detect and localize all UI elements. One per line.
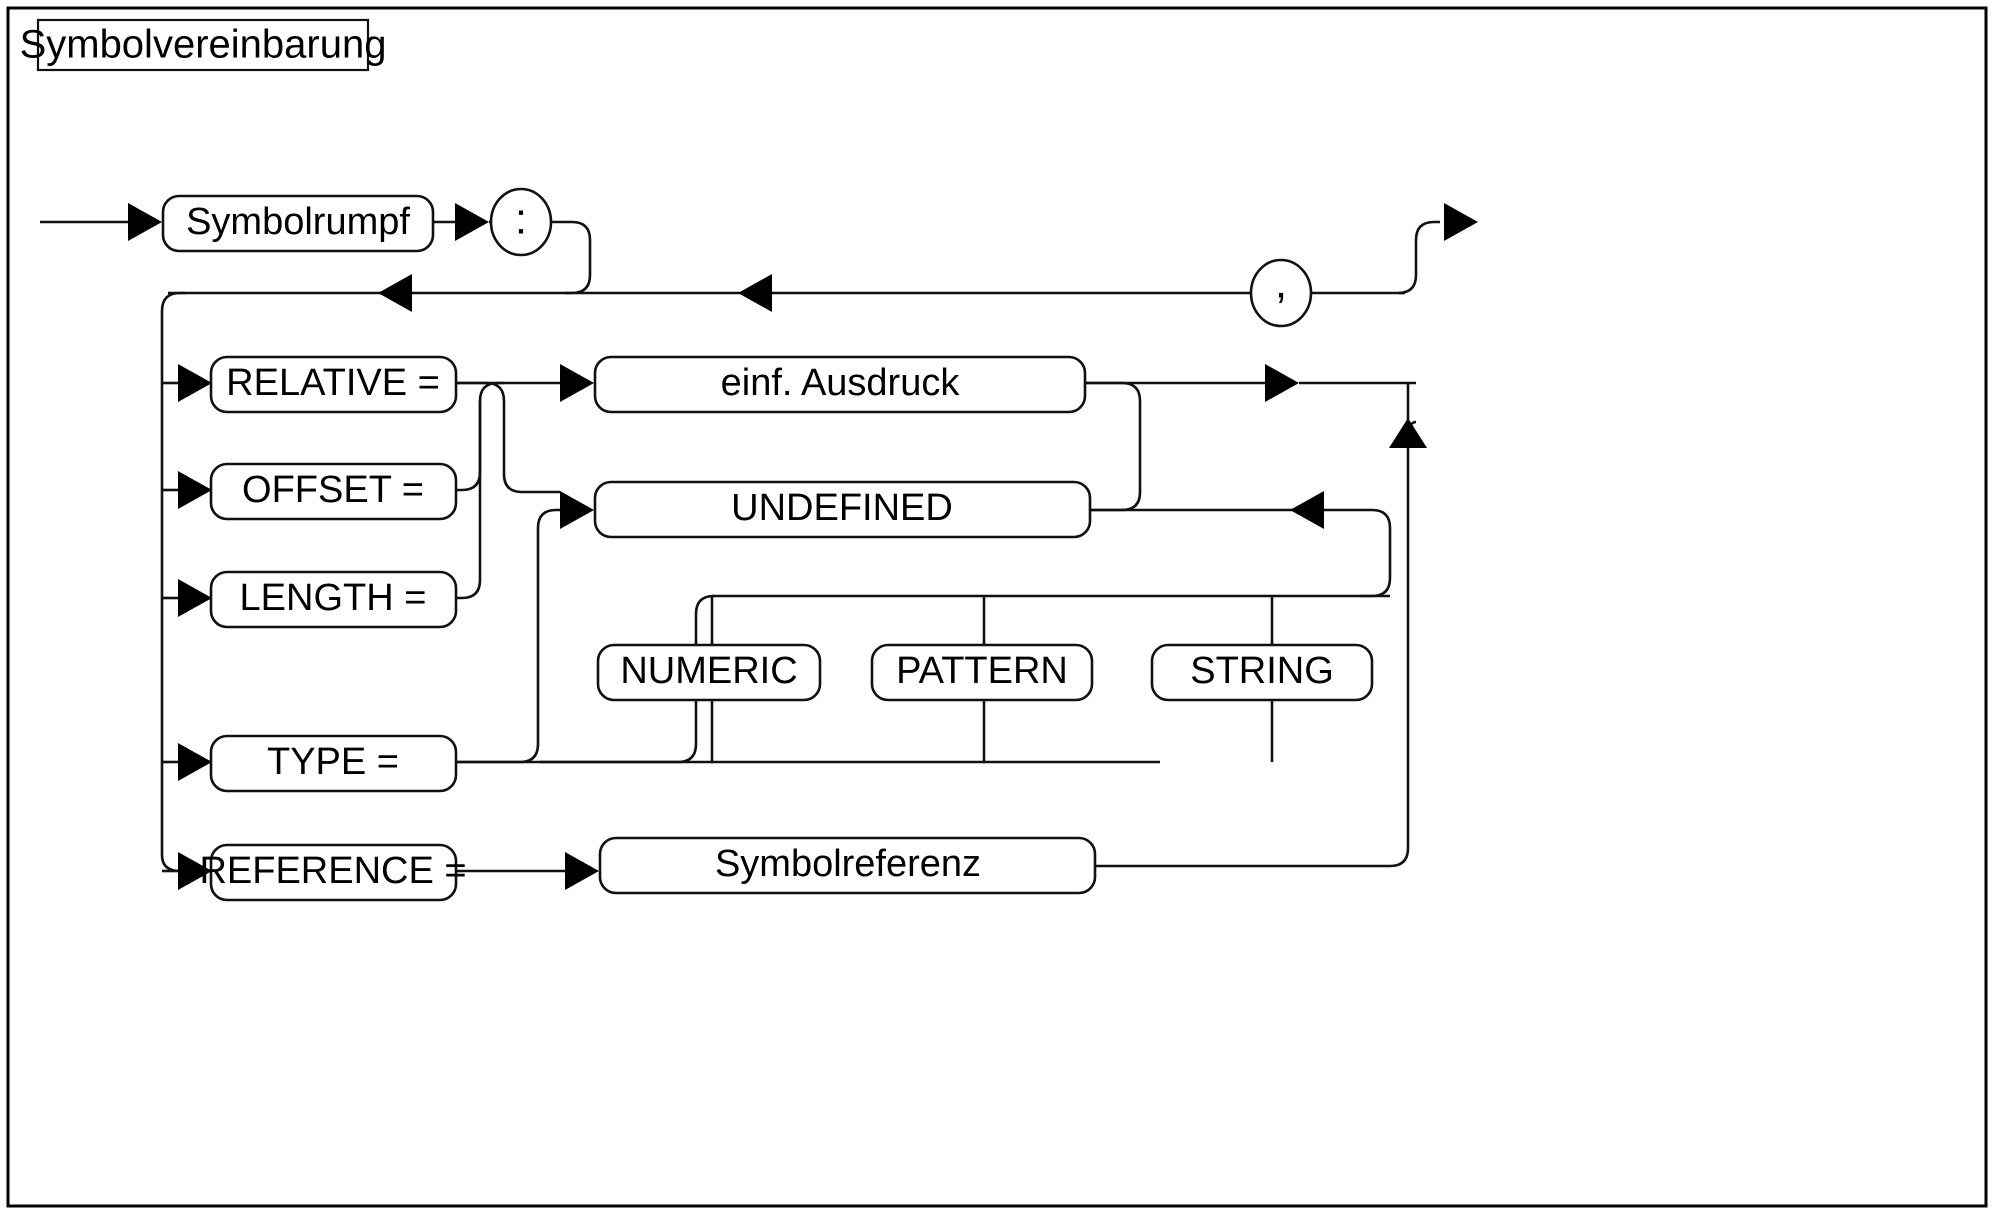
- type-arrowhead-icon: [178, 743, 212, 781]
- node-einf-ausdruck: [593, 355, 1087, 414]
- value-exit-arrowhead-icon: [1265, 364, 1299, 402]
- wire-typeloop-down: [1360, 508, 1392, 598]
- node-einf-ausdruck-label: einf. Ausdruck: [721, 362, 961, 404]
- node-relative-label: RELATIVE =: [226, 362, 440, 404]
- ausdruck-arrowhead-icon: [560, 364, 594, 402]
- node-pattern-label: PATTERN: [896, 650, 1068, 692]
- colon-arrowhead-icon: [455, 203, 489, 241]
- wire-value-merge: [1085, 381, 1142, 512]
- node-string-label: STRING: [1190, 650, 1334, 692]
- loop-arrowhead-left-icon-1: [378, 274, 412, 312]
- node-undefined-label: UNDEFINED: [731, 487, 953, 529]
- title-label: Symbolvereinbarung: [20, 23, 387, 67]
- node-relative: [209, 355, 458, 414]
- wire-bus-to-exit: [1397, 220, 1440, 295]
- node-string: [1150, 643, 1374, 702]
- node-length: [209, 570, 458, 629]
- title-box: [36, 18, 370, 72]
- wire-colon-down-to-bus: [551, 220, 592, 295]
- terminal-comma: [1249, 258, 1313, 328]
- wire-type-to-valuebus: [456, 508, 560, 764]
- node-pattern: [870, 643, 1094, 702]
- symbolreferenz-arrowhead-icon: [565, 852, 599, 890]
- typeloop-arrowhead-left-icon: [1290, 491, 1324, 529]
- node-type-label: TYPE =: [267, 741, 399, 783]
- exit-arrowhead-icon: [1444, 203, 1478, 241]
- terminal-colon-label: :: [515, 195, 527, 244]
- node-numeric: [596, 643, 822, 702]
- node-reference-label: REFERENCE =: [199, 850, 466, 892]
- page-frame: [6, 6, 1988, 1208]
- undefined-arrowhead-icon: [560, 491, 594, 529]
- wire-length-merge: [456, 401, 482, 600]
- offset-arrowhead-icon: [178, 471, 212, 509]
- node-offset-label: OFFSET =: [242, 469, 424, 511]
- node-symbolrumpf-label: Symbolrumpf: [186, 201, 410, 243]
- node-type: [209, 734, 458, 793]
- wire-relative-merge-down: [456, 381, 560, 494]
- return-arrowhead-up-icon: [1389, 418, 1427, 448]
- length-arrowhead-icon: [178, 579, 212, 617]
- node-reference: [209, 843, 458, 902]
- node-numeric-label: NUMERIC: [620, 650, 797, 692]
- node-length-label: LENGTH =: [240, 577, 427, 619]
- node-symbolreferenz-label: Symbolreferenz: [715, 843, 981, 885]
- entry-arrowhead-icon: [128, 203, 162, 241]
- terminal-comma-label: ,: [1275, 259, 1287, 308]
- relative-arrowhead-icon: [178, 364, 212, 402]
- loop-arrowhead-left-icon-2: [738, 274, 772, 312]
- node-offset: [209, 462, 458, 521]
- node-symbolrumpf: [161, 194, 435, 253]
